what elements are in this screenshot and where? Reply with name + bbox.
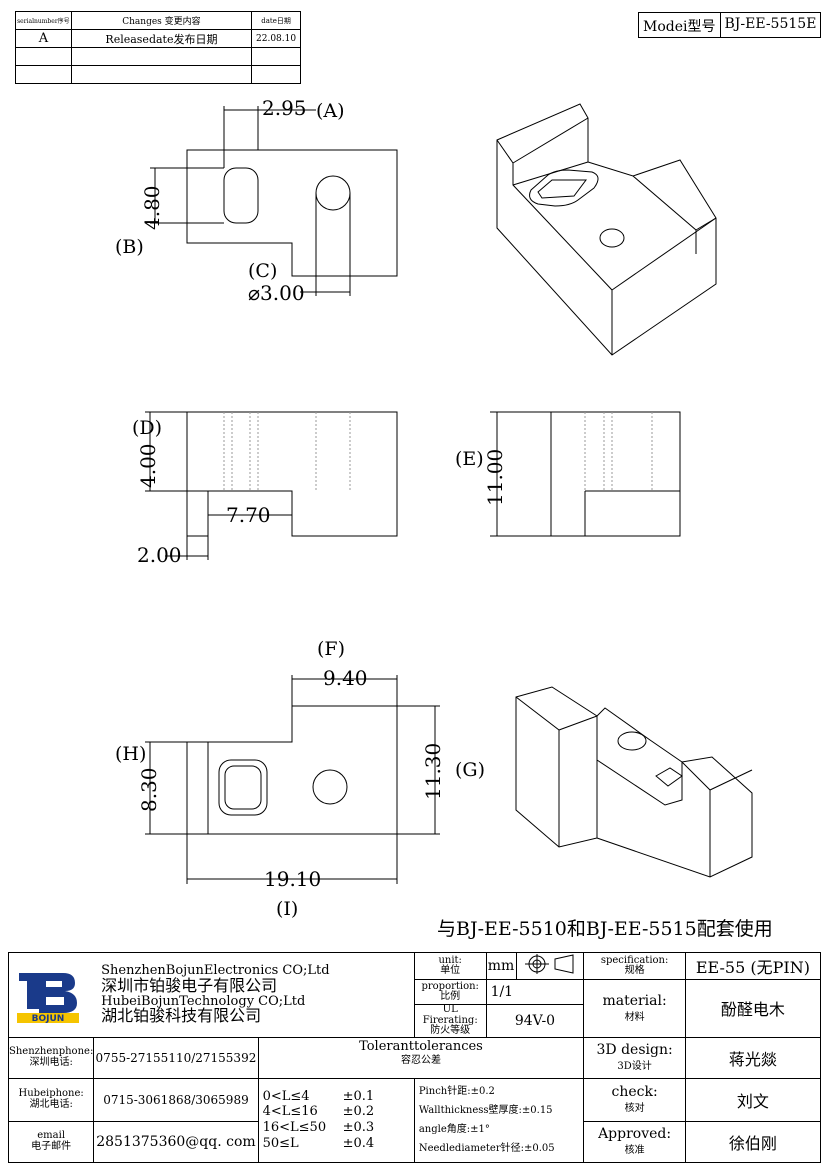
rev-header-date: date日期: [251, 11, 301, 30]
design-value: 蒋光燚: [684, 1036, 822, 1079]
contact-label-2: Hubeiphone:湖北电话:: [7, 1077, 95, 1122]
table-row: [15, 47, 301, 66]
view-label-e: (E): [455, 448, 484, 470]
company-cn-1: 深圳市铂骏电子有限公司: [101, 975, 278, 995]
tol-angle: angle角度:±1°: [418, 1124, 490, 1135]
bojun-logo: BOJUN: [13, 963, 83, 1027]
tol-needle: Needlediameter针径:±0.05: [418, 1143, 555, 1154]
tol-pinch: Pinch针距:±0.2: [418, 1086, 495, 1097]
proportion-label-en: proportion:: [421, 980, 479, 992]
approved-label-cn: 核准: [624, 1145, 645, 1156]
dim-i-width: 19.10: [264, 867, 322, 891]
contact-value-3: 2851375360@qq. com: [93, 1120, 259, 1163]
check-label-cn: 核对: [624, 1103, 645, 1114]
dim-d-base: 2.00: [137, 543, 182, 567]
isometric-view-1: [496, 103, 717, 356]
ul-value: 94V-0: [485, 1004, 585, 1038]
material-label-cn: 材料: [624, 1011, 645, 1023]
tolerance-notes: Pinch针距:±0.2 Wallthickness壁厚度:±0.15 angl…: [413, 1077, 585, 1163]
model-label: Modei型号: [643, 19, 716, 35]
dim-b-value: 4.80: [140, 185, 164, 230]
tol-range-1: 0<L≤4: [262, 1088, 310, 1104]
check-value: 刘文: [684, 1077, 822, 1122]
view-label-g: (G): [455, 759, 486, 781]
company-cell: BOJUN ShenzhenBojunElectronics CO;Ltd 深圳…: [8, 952, 415, 1038]
tolerance-ranges: 0<L≤4 ±0.1 4<L≤16 ±0.2 16<L≤50 ±0.3 50≤L ±0.…: [257, 1077, 415, 1163]
ul-label-en: UL Firerating:: [422, 1004, 478, 1026]
isometric-view-2: [515, 686, 753, 878]
rev-header-changes: Changes 变更内容: [70, 11, 253, 30]
company-en-1: ShenzhenBojunElectronics CO;Ltd: [101, 963, 330, 979]
table-row: A Releasedate发布日期 22.08.10: [15, 29, 301, 48]
tol-value-4: ±0.4: [342, 1135, 375, 1151]
side-view-e: [490, 411, 681, 537]
compatibility-note: 与BJ-EE-5510和BJ-EE-5515配套使用: [437, 918, 773, 940]
dim-c-value: ⌀3.00: [248, 281, 305, 305]
tol-range-4: 50≤L: [262, 1135, 299, 1151]
approved-value: 徐伯刚: [684, 1120, 822, 1163]
logo-text: BOJUN: [32, 1014, 65, 1023]
technical-drawing: [145, 103, 753, 884]
contact-value-2: 0715-3061868/3065989: [93, 1077, 259, 1122]
tol-wall: Wallthickness壁厚度:±0.15: [418, 1105, 553, 1116]
view-label-i: (I): [276, 898, 299, 920]
view-label-h: (H): [115, 743, 147, 765]
material-value: 酚醛电木: [684, 979, 822, 1038]
spec-value: EE-55 (无PIN): [684, 952, 822, 980]
tol-range-3: 16<L≤50: [262, 1120, 327, 1135]
spec-label-en: specification:: [600, 954, 669, 966]
tol-value-3: ±0.3: [342, 1120, 375, 1135]
design-label-en: 3D design:: [596, 1042, 673, 1058]
unit-label-en: unit:: [438, 954, 462, 966]
approved-label-en: Approved:: [598, 1126, 672, 1142]
proportion-value: 1/1: [485, 979, 585, 1005]
contact-label-1: Shenzhenphone:深圳电话:: [7, 1036, 95, 1079]
table-row: [15, 65, 301, 84]
dim-h-height: 8.30: [137, 767, 161, 812]
check-label-en: check:: [611, 1084, 658, 1100]
rev-change: Releasedate发布日期: [70, 29, 253, 48]
view-label-c: (C): [248, 260, 278, 282]
tol-value-1: ±0.1: [342, 1088, 375, 1104]
model-box: Modei型号 BJ-EE-5515E: [638, 12, 822, 38]
model-value: BJ-EE-5515E: [719, 13, 821, 37]
front-view-d: [145, 411, 398, 560]
ul-label-cn: 防火等级: [430, 1025, 471, 1036]
tol-range-2: 4<L≤16: [262, 1104, 318, 1120]
dim-d-width: 7.70: [226, 503, 271, 527]
rev-serial: A: [15, 29, 72, 48]
bottom-view: [145, 675, 440, 884]
rev-date: 22.08.10: [251, 29, 301, 48]
view-label-f: (F): [317, 638, 346, 660]
top-view: [150, 106, 398, 296]
rev-header-serial: serialnumber序号: [15, 11, 72, 30]
design-label-cn: 3D设计: [617, 1061, 652, 1072]
view-label-b: (B): [115, 236, 144, 258]
view-label-a: (A): [316, 100, 345, 122]
view-label-d: (D): [132, 417, 163, 439]
projection-symbol: [515, 952, 585, 980]
unit-value: mm: [485, 952, 517, 980]
dim-d-height: 4.00: [136, 443, 160, 488]
unit-label-cn: 单位: [440, 965, 461, 976]
title-block: BOJUN ShenzhenBojunElectronics CO;Ltd 深圳…: [7, 952, 822, 1163]
company-en-2: HubeiBojunTechnology CO;Ltd: [101, 993, 306, 1009]
material-label-en: material:: [602, 992, 667, 1009]
company-cn-2: 湖北铂骏科技有限公司: [101, 1006, 262, 1026]
dim-e-height: 11.00: [483, 448, 507, 506]
spec-label-cn: 规格: [624, 965, 645, 976]
revision-table: serialnumber序号 Changes 变更内容 date日期 A Rel…: [15, 11, 301, 84]
contact-value-1: 0755-27155110/27155392: [93, 1036, 259, 1079]
proportion-label-cn: 比例: [440, 991, 461, 1002]
dim-a-value: 2.95: [262, 96, 307, 120]
tol-value-2: ±0.2: [342, 1104, 375, 1120]
dim-g-height: 11.30: [421, 742, 445, 800]
dim-f-width: 9.40: [323, 666, 368, 690]
